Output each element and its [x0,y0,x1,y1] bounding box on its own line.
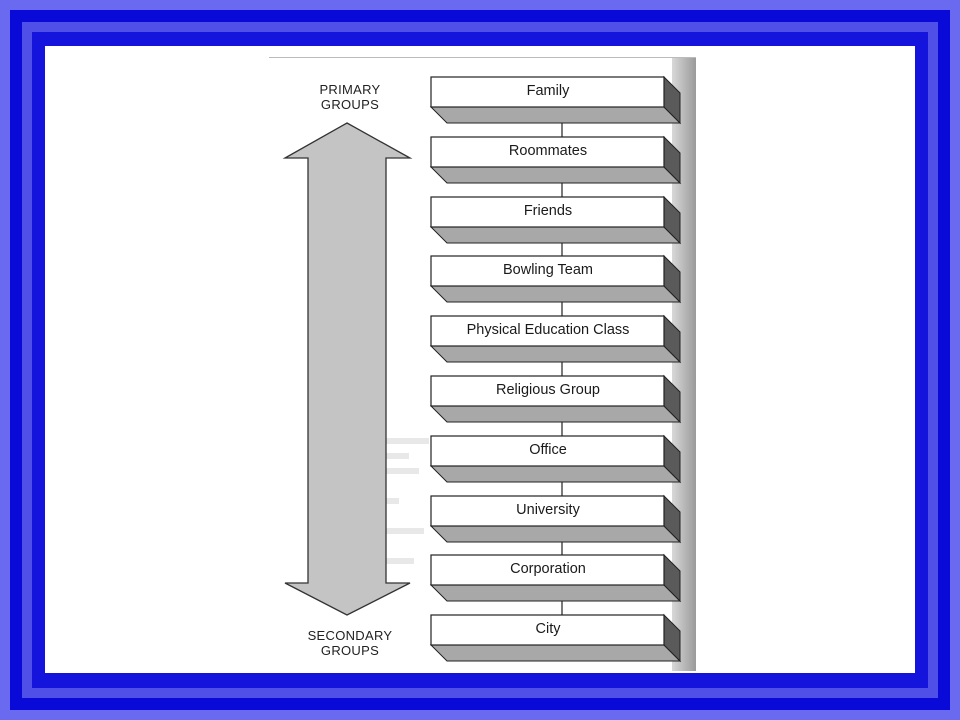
group-box [430,435,665,467]
group-label: Religious Group [496,382,600,398]
group-label: Roommates [508,143,588,159]
box-bottom-face [429,226,682,244]
secondary-label-line1: SECONDARY [307,628,393,643]
group-label: Friends [523,203,573,219]
box-bottom-face [429,465,682,483]
group-box [430,375,665,407]
group-label: Bowling Team [502,262,593,278]
box-bottom-face [429,644,682,662]
group-box [430,255,665,287]
double-headed-arrow [282,122,413,616]
group-label: Corporation [510,561,586,577]
box-bottom-face [429,525,682,543]
group-label: Family [526,83,570,99]
group-label: Physical Education Class [466,322,630,338]
group-box [430,76,665,108]
box-bottom-face [429,166,682,184]
group-box [430,196,665,228]
secondary-groups-label: SECONDARY GROUPS [295,628,405,658]
group-box [430,136,665,168]
group-label: University [516,502,580,518]
box-bottom-face [429,584,682,602]
group-box [430,495,665,527]
box-bottom-face [429,106,682,124]
group-box [430,554,665,586]
box-bottom-face [429,405,682,423]
secondary-label-line2: GROUPS [320,643,380,658]
box-bottom-face [429,285,682,303]
group-box [430,614,665,646]
box-bottom-face [429,345,682,363]
group-box [430,315,665,347]
primary-groups-label: PRIMARY GROUPS [300,82,400,112]
group-label: City [535,621,561,637]
group-label: Office [529,442,567,458]
primary-label-line1: PRIMARY [319,82,381,97]
primary-label-line2: GROUPS [320,97,380,112]
